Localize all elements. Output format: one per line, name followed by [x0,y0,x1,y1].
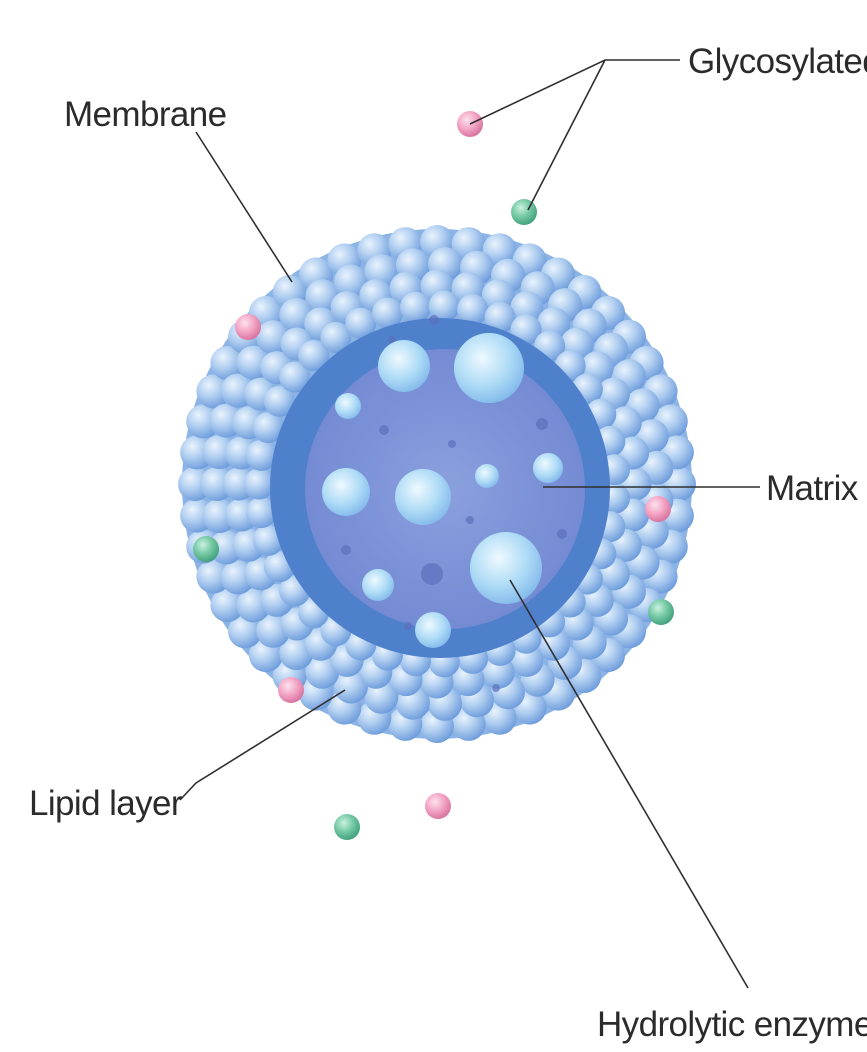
pink-glycoprotein-icon [645,496,671,522]
matrix-particle [536,418,548,430]
green-glycoprotein-icon [648,599,674,625]
enzyme-vesicle [395,469,451,525]
enzyme-vesicle [415,612,451,648]
matrix-particle [379,425,389,435]
matrix-particle [448,440,456,448]
glycosylated-label: Glycosylated [688,42,867,81]
enzyme-vesicle [470,532,542,604]
matrix-particle [429,315,439,325]
matrix-particle [466,516,474,524]
membrane-bead [400,292,431,323]
matrix-particle [341,545,351,555]
pink-glycoprotein-icon [278,677,304,703]
pink-glycoprotein-icon [235,314,261,340]
glycosylated-leader-1 [470,60,680,124]
matrix-label: Matrix [766,469,859,508]
enzyme-vesicle [322,468,370,516]
green-glycoprotein-icon [511,199,537,225]
matrix-particle [492,684,500,692]
membrane-leader [196,132,292,282]
matrix-particle [557,529,567,539]
matrix-particle [421,563,443,585]
hydrolytic-enzyme-label: Hydrolytic enzyme [597,1005,867,1044]
enzyme-vesicle [533,453,563,483]
pink-glycoprotein-icon [425,793,451,819]
green-glycoprotein-icon [193,536,219,562]
membrane-bead [244,469,275,500]
lipid-layer-label: Lipid layer [29,784,183,823]
enzyme-vesicle [454,333,524,403]
enzyme-vesicle [335,393,361,419]
glycosylated-leader-2 [528,60,605,210]
matrix-particle [404,622,412,630]
enzyme-vesicle [362,569,394,601]
membrane-label: Membrane [64,95,227,134]
enzyme-vesicle [378,340,430,392]
enzyme-vesicle [475,464,499,488]
green-glycoprotein-icon [334,814,360,840]
